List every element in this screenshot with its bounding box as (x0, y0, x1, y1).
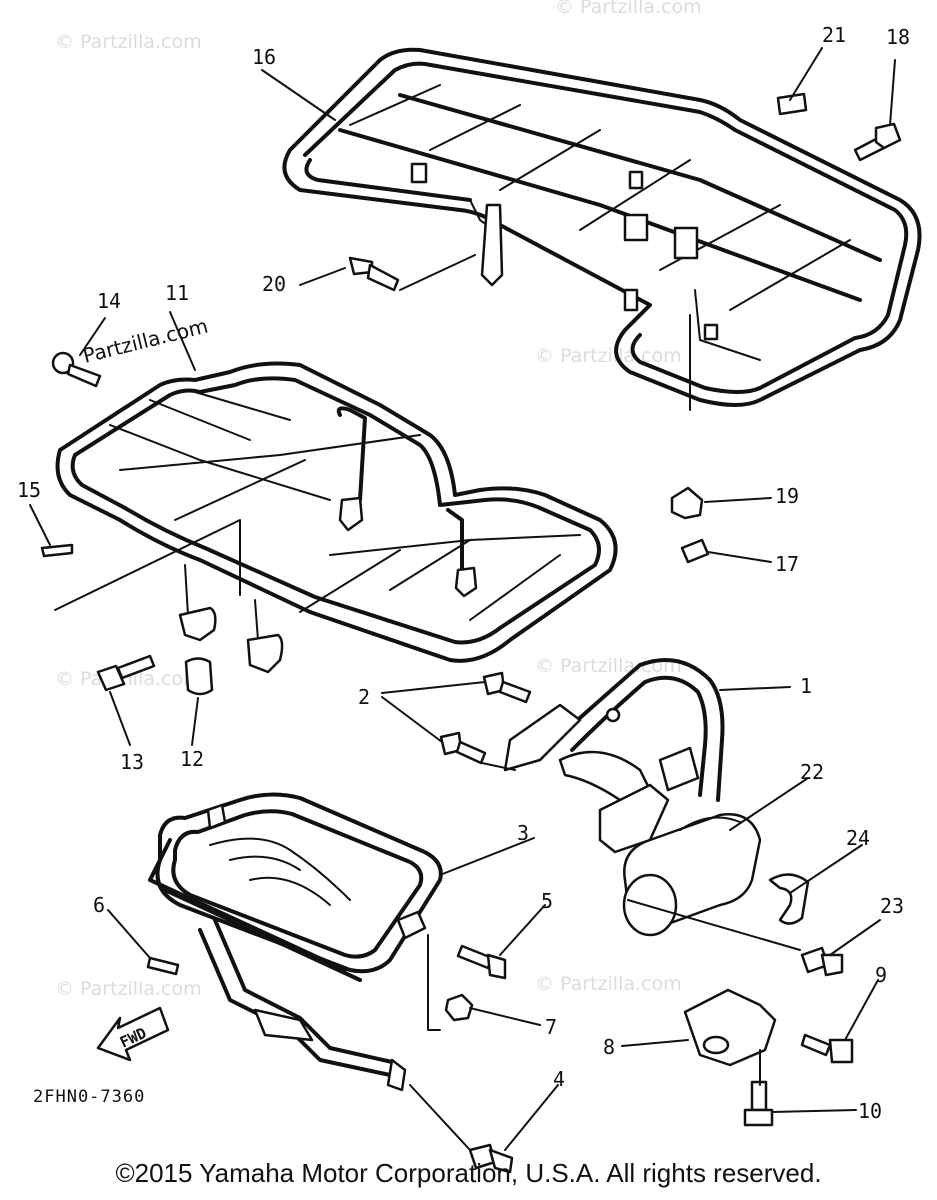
bracket-8 (683, 988, 777, 1067)
watermark: © Partzilla.com (535, 973, 682, 995)
callout-2: 2 (358, 685, 370, 709)
callout-12: 12 (180, 747, 204, 771)
leader-lines (29, 47, 896, 1151)
callout-21: 21 (822, 23, 846, 47)
callout-4: 4 (553, 1067, 565, 1091)
callout-numbers: 1 2 3 4 5 6 7 8 9 10 11 12 13 14 15 16 1… (17, 23, 910, 1123)
bolt-5 (456, 944, 507, 980)
bolt-23 (800, 946, 844, 977)
bolt-10 (743, 1080, 774, 1127)
bolt-14 (51, 351, 102, 388)
cylinder-22 (622, 813, 762, 937)
callout-18: 18 (886, 25, 910, 49)
collar-12 (184, 657, 214, 696)
callout-17: 17 (775, 552, 799, 576)
watermark: © Partzilla.com (555, 0, 702, 18)
bolt-13 (96, 654, 156, 692)
diagram-code: 2FHN0-7360 (33, 1087, 145, 1107)
callout-5: 5 (541, 889, 553, 913)
clamp-24 (768, 873, 810, 925)
nut-7 (427, 934, 474, 1031)
watermark: © Partzilla.com (55, 31, 202, 53)
callout-11: 11 (165, 281, 189, 305)
guard-3 (148, 792, 443, 1092)
callout-3: 3 (517, 821, 529, 845)
callout-9: 9 (875, 963, 887, 987)
callout-1: 1 (800, 674, 812, 698)
callout-13: 13 (120, 750, 144, 774)
callout-14: 14 (97, 289, 121, 313)
callout-6: 6 (93, 893, 105, 917)
callout-7: 7 (545, 1015, 557, 1039)
callout-24: 24 (846, 826, 870, 850)
callout-10: 10 (858, 1099, 882, 1123)
callout-23: 23 (880, 894, 904, 918)
bolt-20 (348, 254, 476, 292)
rear-carrier (282, 47, 922, 411)
bolt-18 (853, 122, 902, 162)
callout-8: 8 (603, 1035, 615, 1059)
watermark: © Partzilla.com (55, 668, 202, 690)
callout-19: 19 (775, 484, 799, 508)
nut-17 (680, 538, 710, 564)
callout-22: 22 (800, 760, 824, 784)
watermark: © Partzilla.com (535, 345, 682, 367)
sticker-21 (776, 92, 808, 116)
sticker-6 (146, 956, 180, 976)
clip-19 (670, 486, 704, 520)
watermark: © Partzilla.com (535, 655, 682, 677)
watermark: © Partzilla.com (55, 978, 202, 1000)
callout-16: 16 (252, 45, 276, 69)
bolt-2 (439, 671, 532, 771)
sticker-15 (40, 543, 74, 558)
front-carrier (54, 361, 618, 674)
callout-20: 20 (262, 272, 286, 296)
callout-15: 15 (17, 478, 41, 502)
copyright-notice: ©2015 Yamaha Motor Corporation, U.S.A. A… (115, 1158, 822, 1188)
bolt-9 (800, 1033, 854, 1064)
bolt-4 (409, 1084, 514, 1174)
fwd-arrow: FWD (96, 1006, 170, 1062)
